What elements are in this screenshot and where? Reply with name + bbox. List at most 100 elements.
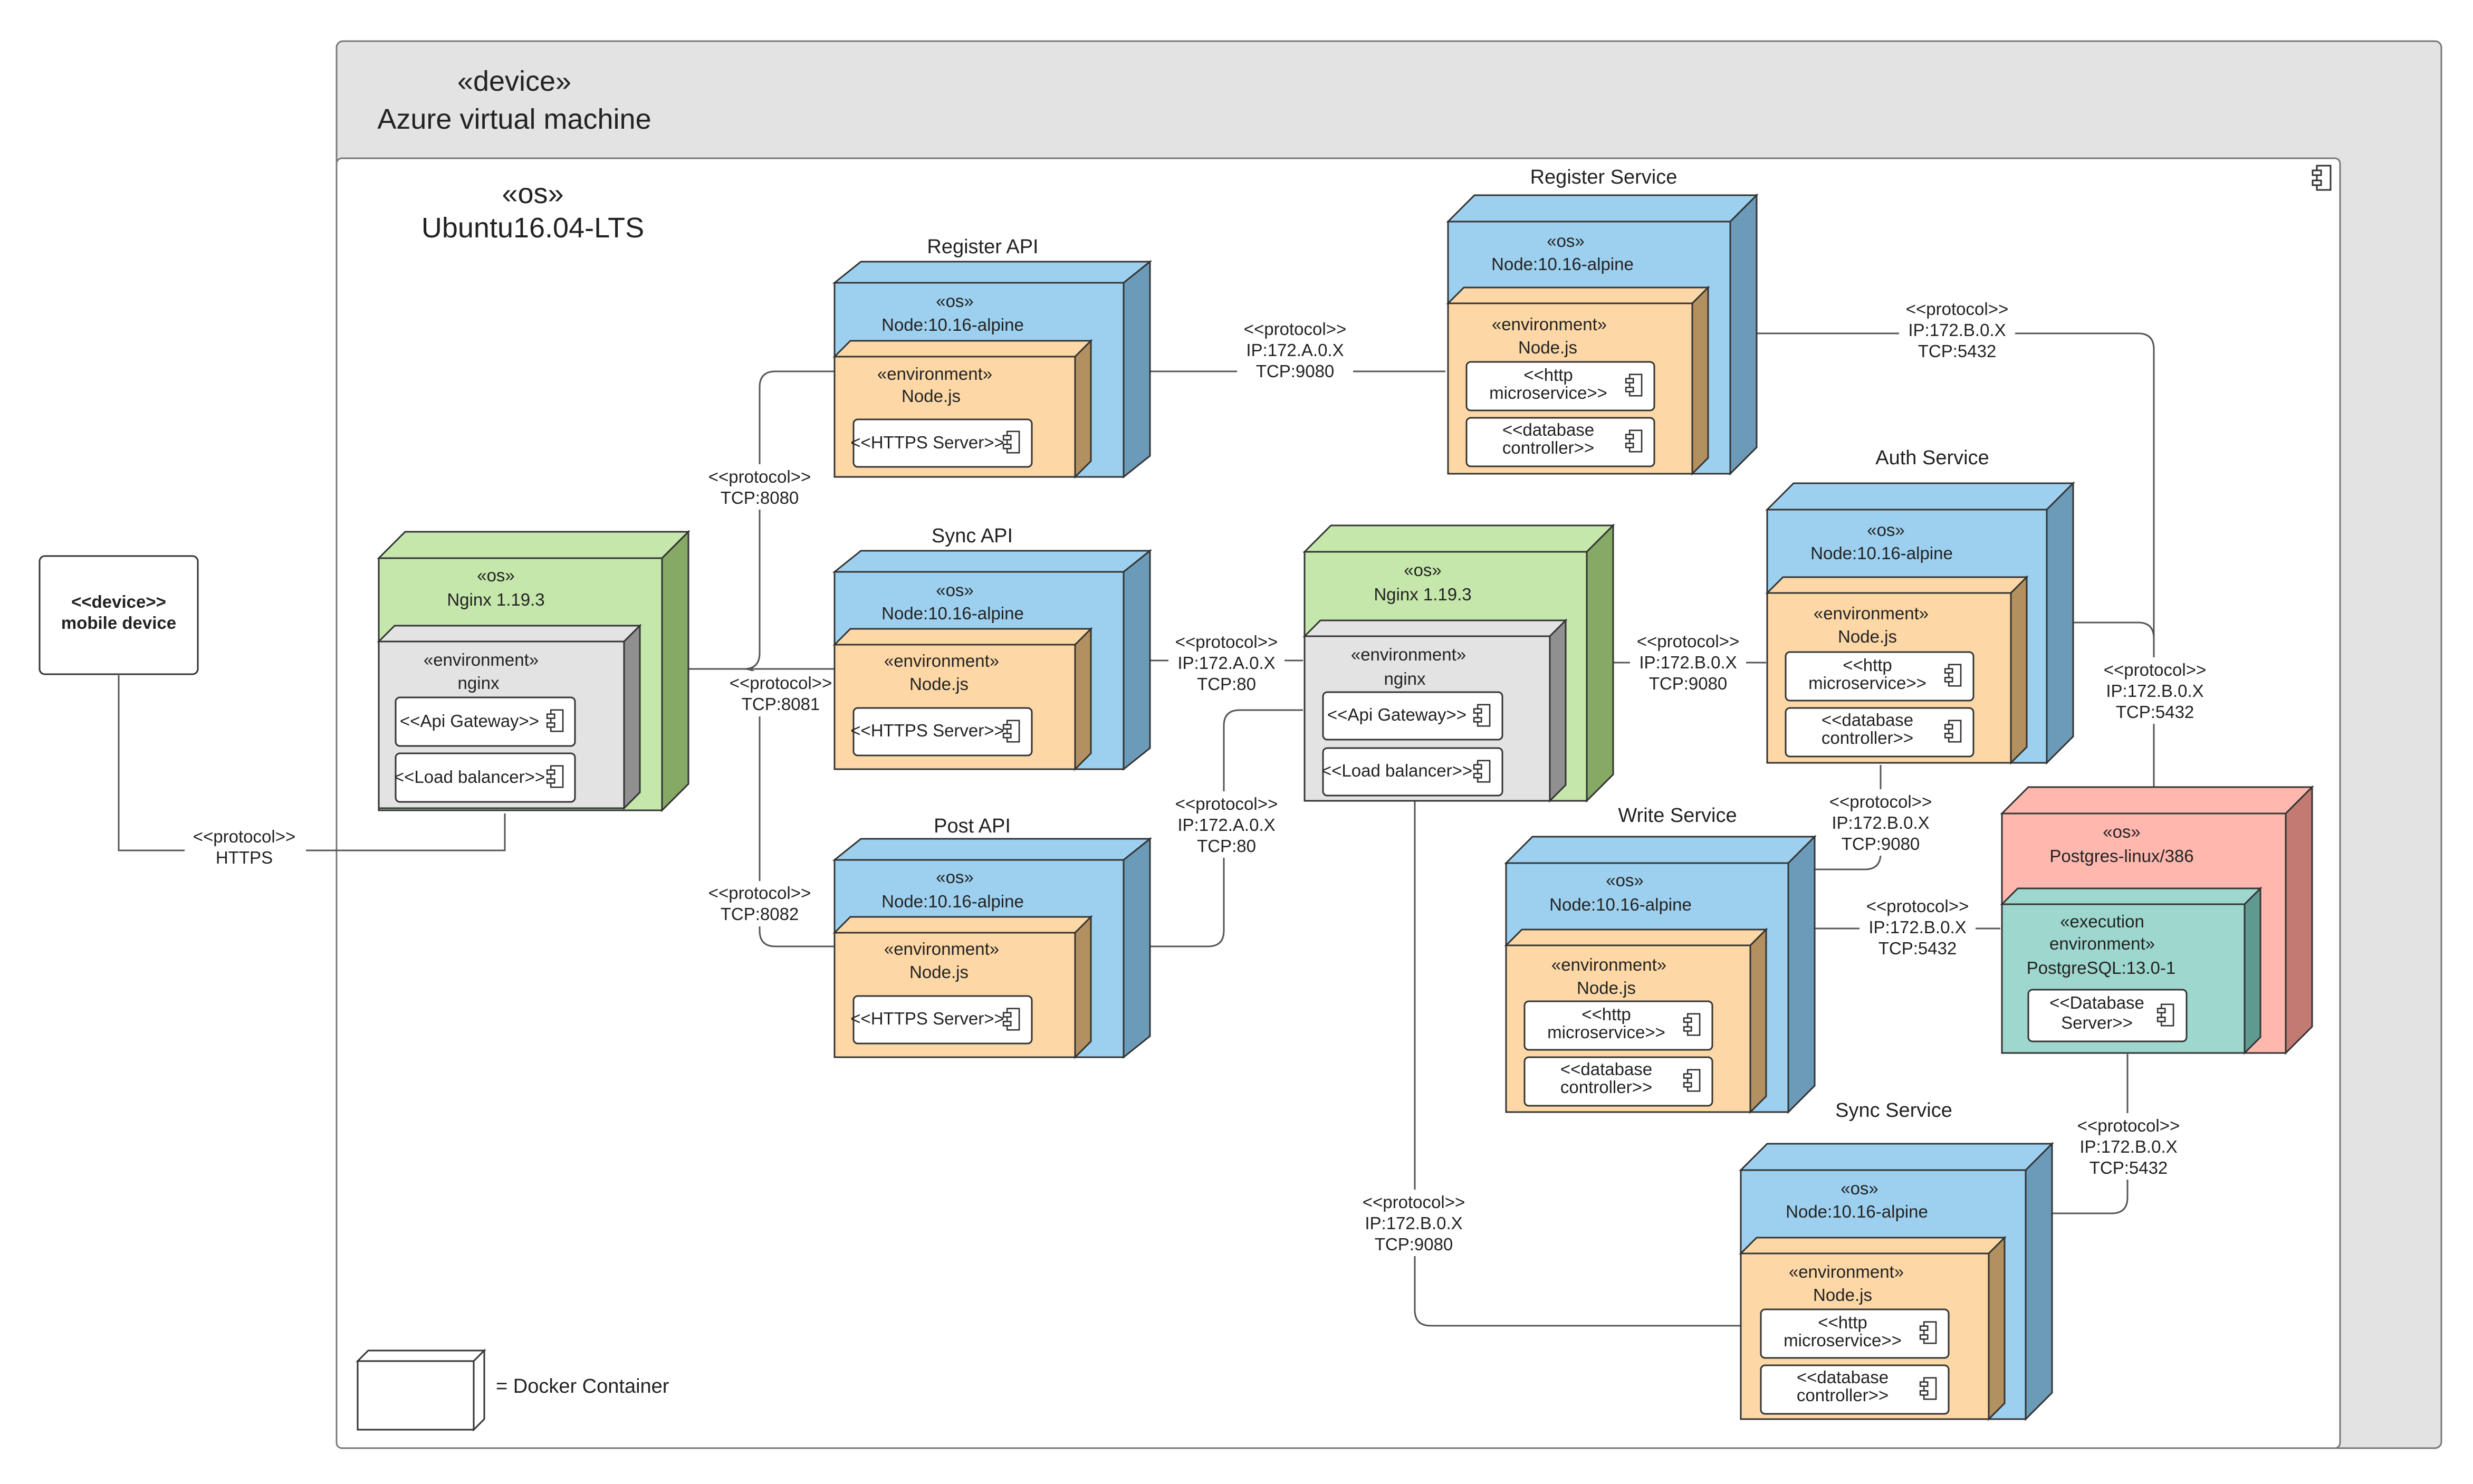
svg-text:«os»: «os» (936, 867, 974, 887)
svg-text:<<protocol>>: <<protocol>> (1637, 631, 1740, 651)
svg-text:TCP:5432: TCP:5432 (2089, 1158, 2168, 1177)
svg-text:Postgres-linux/386: Postgres-linux/386 (2049, 846, 2193, 866)
container-sync-api: Sync API «os» Node:10.16-alpine «environ… (835, 525, 1150, 769)
svg-text:<<HTTPS Server>>: <<HTTPS Server>> (850, 1009, 1004, 1028)
svg-text:TCP:9080: TCP:9080 (1256, 361, 1335, 381)
svg-text:«os»: «os» (1841, 1179, 1878, 1198)
protocol-auth: <<protocol>> IP:172.B.0.X TCP:9080 (1630, 629, 1746, 695)
svg-text:IP:172.A.0.X: IP:172.A.0.X (1246, 340, 1344, 360)
svg-text:«os»: «os» (1606, 870, 1644, 890)
protocol-register-service-db: <<protocol>> IP:172.B.0.X TCP:5432 (1899, 296, 2015, 363)
svg-text:Write Service: Write Service (1618, 805, 1737, 827)
svg-text:controller>>: controller>> (1822, 728, 1913, 748)
svg-text:IP:172.B.0.X: IP:172.B.0.X (2106, 681, 2203, 701)
protocol-register-api: <<protocol>> IP:172.A.0.X TCP:9080 (1237, 317, 1353, 383)
svg-text:«environment»: «environment» (1351, 645, 1466, 664)
mobile-stereotype: <<device>> (71, 592, 166, 611)
container-write-service: Write Service «os» Node:10.16-alpine «en… (1506, 805, 1815, 1112)
legend-label: = Docker Container (496, 1375, 669, 1397)
protocol-tcp8082: <<protocol>> TCP:8082 (702, 881, 818, 926)
container-postgres: «os» Postgres-linux/386 «execution envir… (2002, 787, 2312, 1053)
svg-text:TCP:5432: TCP:5432 (2116, 702, 2194, 722)
container-post-api: Post API «os» Node:10.16-alpine «environ… (835, 815, 1150, 1057)
svg-text:IP:172.A.0.X: IP:172.A.0.X (1177, 815, 1275, 835)
svg-text:Node.js: Node.js (909, 962, 969, 982)
svg-text:Node.js: Node.js (909, 674, 969, 694)
protocol-sync-api: <<protocol>> IP:172.A.0.X TCP:80 (1168, 629, 1285, 696)
container-auth-service: Auth Service «os» Node:10.16-alpine «env… (1767, 447, 2073, 763)
svg-text:«os»: «os» (936, 291, 974, 311)
svg-text:<<Database: <<Database (2049, 993, 2144, 1012)
svg-text:Register Service: Register Service (1530, 166, 1678, 188)
protocol-tcp8080: <<protocol>> TCP:8080 (702, 464, 818, 510)
svg-text:<<Api Gateway>>: <<Api Gateway>> (400, 711, 539, 731)
protocol-sync-service: <<protocol>> IP:172.B.0.X TCP:9080 (1356, 1190, 1472, 1256)
svg-text:<<Load balancer>>: <<Load balancer>> (394, 767, 545, 787)
protocol-write: <<protocol>> IP:172.B.0.X TCP:9080 (1823, 789, 1939, 856)
svg-text:<<http: <<http (1818, 1313, 1867, 1332)
svg-text:Post API: Post API (934, 815, 1011, 837)
svg-text:«execution: «execution (2060, 912, 2144, 931)
svg-text:<<database: <<database (1502, 420, 1594, 439)
svg-text:«os»: «os» (936, 580, 974, 600)
svg-text:Server>>: Server>> (2061, 1013, 2133, 1032)
svg-text:Node:10.16-alpine: Node:10.16-alpine (881, 315, 1024, 334)
protocol-https: <<protocol>> HTTPS (185, 823, 306, 868)
svg-text:Register API: Register API (927, 236, 1038, 258)
svg-text:TCP:80: TCP:80 (1197, 836, 1256, 856)
protocol-auth-db: <<protocol>> IP:172.B.0.X TCP:5432 (2097, 657, 2213, 724)
container-api-gateway-2: «os» Nginx 1.19.3 «environment» nginx <<… (1305, 525, 1613, 801)
svg-text:PostgreSQL:13.0-1: PostgreSQL:13.0-1 (2027, 958, 2176, 978)
svg-text:«environment»: «environment» (1814, 604, 1929, 623)
svg-text:«os»: «os» (1404, 560, 1442, 580)
svg-text:«environment»: «environment» (1492, 314, 1607, 334)
svg-text:<<HTTPS Server>>: <<HTTPS Server>> (850, 433, 1004, 452)
svg-text:<<database: <<database (1560, 1059, 1652, 1079)
svg-text:Node.js: Node.js (1518, 338, 1577, 357)
svg-text:IP:172.B.0.X: IP:172.B.0.X (1868, 917, 1966, 937)
svg-text:HTTPS: HTTPS (216, 848, 273, 867)
svg-text:«environment»: «environment» (1551, 955, 1666, 974)
svg-text:microservice>>: microservice>> (1808, 673, 1926, 693)
svg-text:<<http: <<http (1523, 365, 1573, 385)
svg-text:<<protocol>>: <<protocol>> (1363, 1192, 1465, 1212)
svg-text:Node:10.16-alpine: Node:10.16-alpine (1549, 895, 1692, 914)
protocol-sync-service-db: <<protocol>> IP:172.B.0.X TCP:5432 (2071, 1113, 2187, 1180)
svg-text:IP:172.B.0.X: IP:172.B.0.X (1365, 1213, 1462, 1233)
svg-text:<<protocol>>: <<protocol>> (2077, 1116, 2180, 1135)
svg-text:<<protocol>>: <<protocol>> (1175, 632, 1278, 652)
svg-text:<<Api Gateway>>: <<Api Gateway>> (1327, 705, 1466, 724)
svg-text:Nginx 1.19.3: Nginx 1.19.3 (447, 590, 544, 609)
svg-text:<<protocol>>: <<protocol>> (708, 883, 811, 903)
svg-text:nginx: nginx (458, 673, 500, 693)
svg-text:TCP:5432: TCP:5432 (1918, 341, 1997, 361)
svg-text:TCP:5432: TCP:5432 (1878, 939, 1957, 958)
svg-text:controller>>: controller>> (1797, 1385, 1889, 1405)
svg-text:«os»: «os» (477, 566, 515, 585)
svg-text:Nginx 1.19.3: Nginx 1.19.3 (1374, 585, 1471, 604)
svg-text:Auth Service: Auth Service (1875, 447, 1989, 469)
svg-text:nginx: nginx (1384, 669, 1426, 688)
svg-text:Node:10.16-alpine: Node:10.16-alpine (881, 892, 1024, 911)
svg-text:Node.js: Node.js (1813, 1285, 1872, 1305)
container-register-service: Register Service «os» Node:10.16-alpine … (1448, 166, 1757, 474)
os-stereotype: «os» (502, 178, 563, 209)
svg-text:<<Load balancer>>: <<Load balancer>> (1321, 761, 1472, 780)
svg-text:<<http: <<http (1843, 655, 1892, 675)
svg-text:controller>>: controller>> (1502, 438, 1594, 457)
svg-text:TCP:9080: TCP:9080 (1375, 1234, 1453, 1254)
svg-text:«os»: «os» (1867, 520, 1905, 540)
svg-text:TCP:80: TCP:80 (1197, 674, 1256, 694)
mobile-device: <<device>> mobile device (40, 556, 198, 674)
svg-text:IP:172.B.0.X: IP:172.B.0.X (2079, 1137, 2177, 1156)
svg-text:<<database: <<database (1797, 1367, 1889, 1387)
svg-text:«environment»: «environment» (884, 939, 999, 959)
svg-text:<<http: <<http (1581, 1004, 1631, 1024)
svg-text:«environment»: «environment» (884, 651, 999, 671)
svg-text:Node.js: Node.js (1838, 627, 1897, 646)
svg-text:Node:10.16-alpine: Node:10.16-alpine (1491, 254, 1634, 274)
svg-text:environment»: environment» (2049, 934, 2155, 953)
container-sync-service: Sync Service «os» Node:10.16-alpine «env… (1741, 1099, 2052, 1419)
svg-text:microservice>>: microservice>> (1547, 1022, 1665, 1042)
